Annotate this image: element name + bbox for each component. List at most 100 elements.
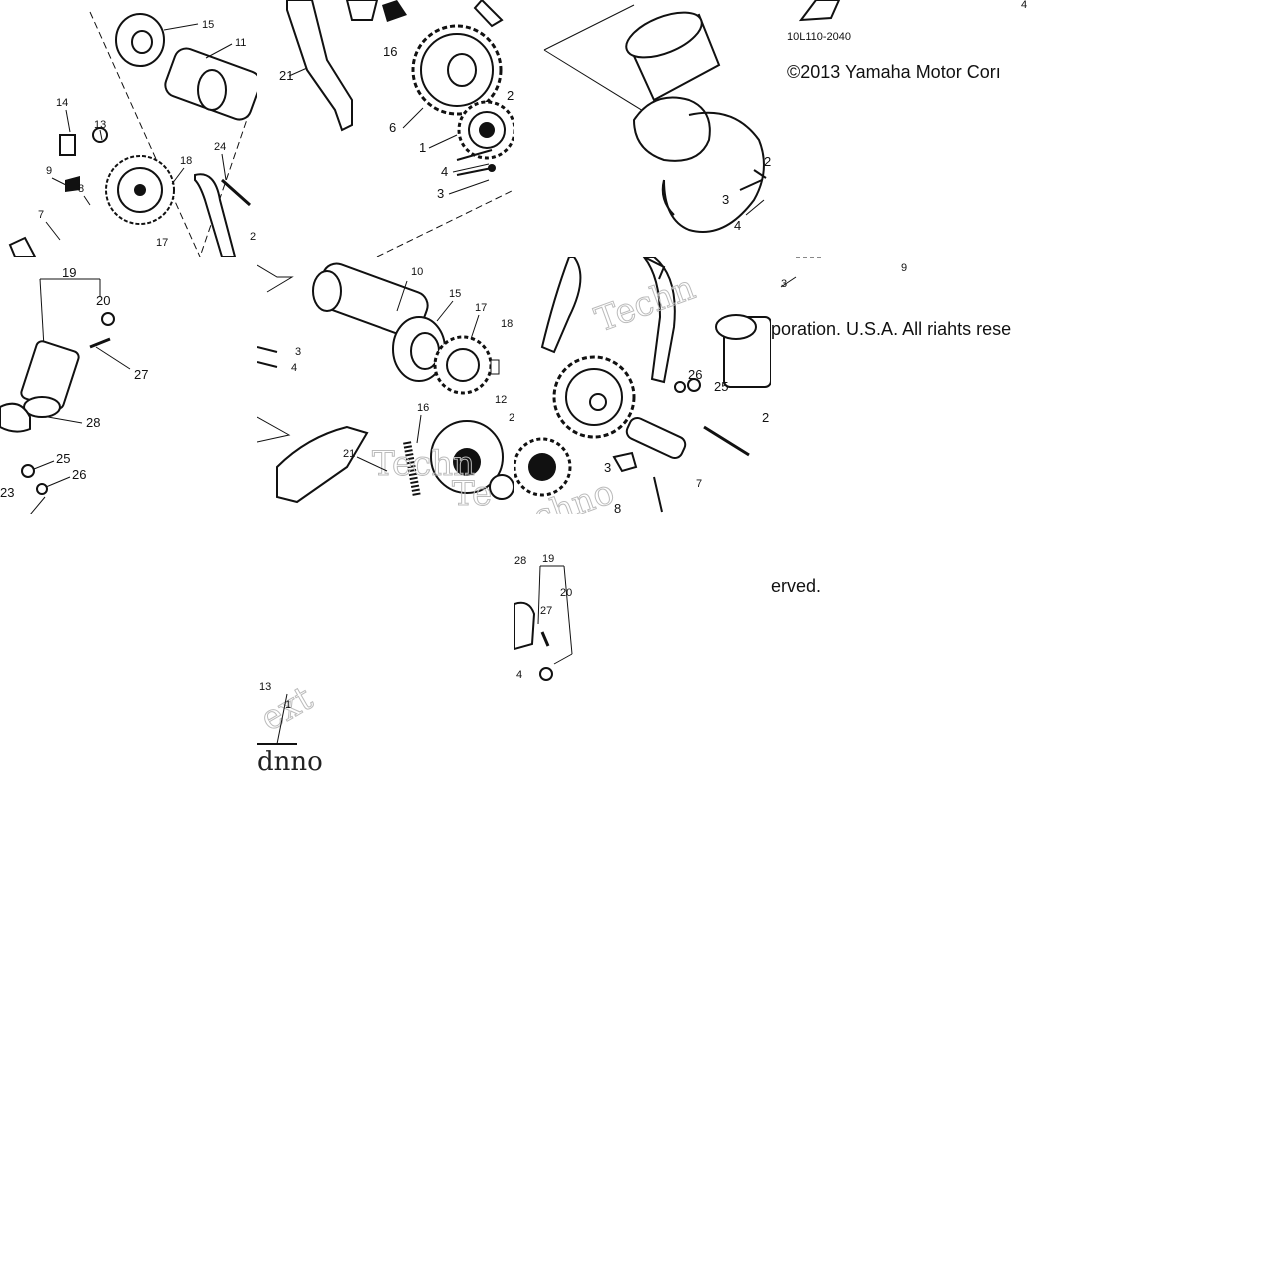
callout-label: 3 (604, 460, 611, 475)
watermark-text: Te (452, 474, 492, 514)
diagram-tile-tensioner: 19 20 27 28 25 26 23 (0, 257, 257, 514)
callout-label: 3 (781, 278, 787, 290)
bolt-part (59, 134, 76, 156)
callout-label: 6 (389, 120, 396, 135)
diagram-tile-camshaft-center: Techn Te 10 15 17 18 3 4 16 12 21 2 (257, 257, 514, 514)
watermark-text: Techn (590, 268, 700, 341)
watermark-text: Techn (372, 444, 475, 484)
callout-label: 15 (449, 288, 461, 300)
callout-label: 3 (437, 186, 444, 201)
callout-label: 1 (285, 699, 291, 711)
callout-label: 12 (495, 394, 507, 406)
arrow-icon (798, 0, 841, 22)
diagram-tile-gears-top: 16 21 6 1 4 3 2 (257, 0, 514, 257)
callout-label: 10 (411, 266, 423, 278)
callout-labels: 10 15 17 18 3 4 16 12 21 2 (291, 266, 514, 460)
callout-label: 11 (235, 37, 246, 49)
callout-label: 4 (516, 669, 522, 681)
callout-label: 1 (419, 140, 426, 155)
bearing-part (392, 316, 446, 382)
callout-label: 24 (214, 141, 226, 153)
large-gear-part (552, 355, 636, 439)
callout-label: 28 (86, 415, 100, 430)
chain-guide-part (540, 257, 582, 354)
callout-label: 2 (509, 412, 514, 424)
camshaft-part (312, 262, 429, 338)
chain-guide-part (642, 257, 676, 384)
callout-label: 16 (383, 44, 397, 59)
callout-label: 20 (96, 293, 110, 308)
bearing-part (115, 13, 165, 67)
diagram-tile-tensioner-lower: 28 19 20 27 4 (514, 514, 771, 771)
callout-label: 18 (180, 155, 192, 167)
piston-part (625, 11, 765, 233)
callout-label: 27 (540, 605, 552, 617)
callout-label: 2 (507, 88, 514, 103)
callout-label: 27 (134, 367, 148, 382)
callout-label: 23 (0, 485, 14, 500)
callout-label: 14 (56, 97, 68, 109)
sprocket-part (433, 335, 493, 395)
callout-label: 2 (764, 154, 771, 169)
rocker-arm-part (286, 0, 353, 132)
callout-label: 17 (156, 237, 168, 249)
callout-label: 25 (56, 451, 70, 466)
callout-label: 4 (291, 362, 297, 374)
part-code: 10L110-2040 (787, 31, 851, 43)
callout-label: 13 (259, 681, 271, 693)
callout-label: 19 (542, 553, 554, 565)
diagram-tile-gears-center: Techn Techno 26 25 2 7 8 3 22 (514, 257, 771, 514)
callout-label: 8 (78, 183, 84, 195)
diagram-tile-copyright-middle: 3 9 poration. U.S.A. All riahts rese (771, 257, 1028, 514)
diagram-tile-header: 10L110-2040 ©2013 Yamaha Motor Corı 4 (771, 0, 1028, 257)
diagram-tile-camshaft-left: 15 11 14 13 9 8 7 18 24 17 2 (0, 0, 257, 257)
small-gear-part (514, 437, 572, 497)
callout-label: 2 (762, 410, 769, 425)
callout-label: 19 (62, 265, 76, 280)
copyright-line-1: ©2013 Yamaha Motor Corı (787, 62, 1001, 82)
callout-label: 28 (514, 555, 526, 567)
callout-label: 3 (722, 192, 729, 207)
diagram-tile-crank: 2 3 4 (514, 0, 771, 257)
copyright-line-2: poration. U.S.A. All riahts rese (771, 319, 1011, 339)
callout-label: 21 (343, 448, 355, 460)
callout-label: 4 (734, 218, 741, 233)
tensioner-part (20, 312, 115, 418)
callout-label: 9 (46, 165, 52, 177)
callout-label: 13 (94, 119, 106, 131)
callout-label: 26 (688, 367, 702, 382)
large-gear-part (411, 24, 503, 116)
callout-label: 7 (696, 478, 702, 490)
callout-label: 7 (38, 209, 44, 221)
small-gear-part (457, 100, 514, 160)
callout-label: 4 (441, 164, 448, 179)
diagram-tile-copyright-end: erved. (771, 514, 1028, 771)
callout-labels: 26 25 2 7 8 3 22 (604, 367, 769, 514)
callout-label: 25 (714, 379, 728, 394)
callout-label: 17 (475, 302, 487, 314)
callout-labels: 13 1 (259, 681, 291, 711)
camshaft-part (164, 47, 257, 121)
sprocket-part (105, 155, 175, 225)
callout-label: 9 (901, 262, 907, 274)
callout-label: 8 (614, 501, 621, 514)
chain-guide-part (194, 173, 237, 257)
copyright-line-3: erved. (771, 576, 821, 596)
callout-label: 20 (560, 587, 572, 599)
callout-label: 26 (72, 467, 86, 482)
callout-labels: 15 11 14 13 9 8 7 18 24 17 2 (38, 19, 256, 249)
diagram-tile-lower-left: ext dnno 13 1 (257, 514, 514, 771)
callout-label: 15 (202, 19, 214, 31)
callout-label: 4 (1021, 0, 1027, 11)
callout-labels: 16 21 6 1 4 3 2 (279, 44, 514, 201)
gasket-part (0, 402, 31, 433)
watermark-text: dnno (257, 747, 323, 771)
callout-labels: 3 9 (781, 262, 907, 290)
callout-labels: 19 20 27 28 25 26 23 (0, 265, 148, 500)
callout-label: 16 (417, 402, 429, 414)
callout-label: 21 (279, 68, 293, 83)
tensioner-part (715, 314, 771, 388)
callout-label: 2 (250, 231, 256, 243)
callout-labels: 2 3 4 (722, 154, 771, 233)
callout-labels: 28 19 20 27 4 (514, 553, 572, 681)
